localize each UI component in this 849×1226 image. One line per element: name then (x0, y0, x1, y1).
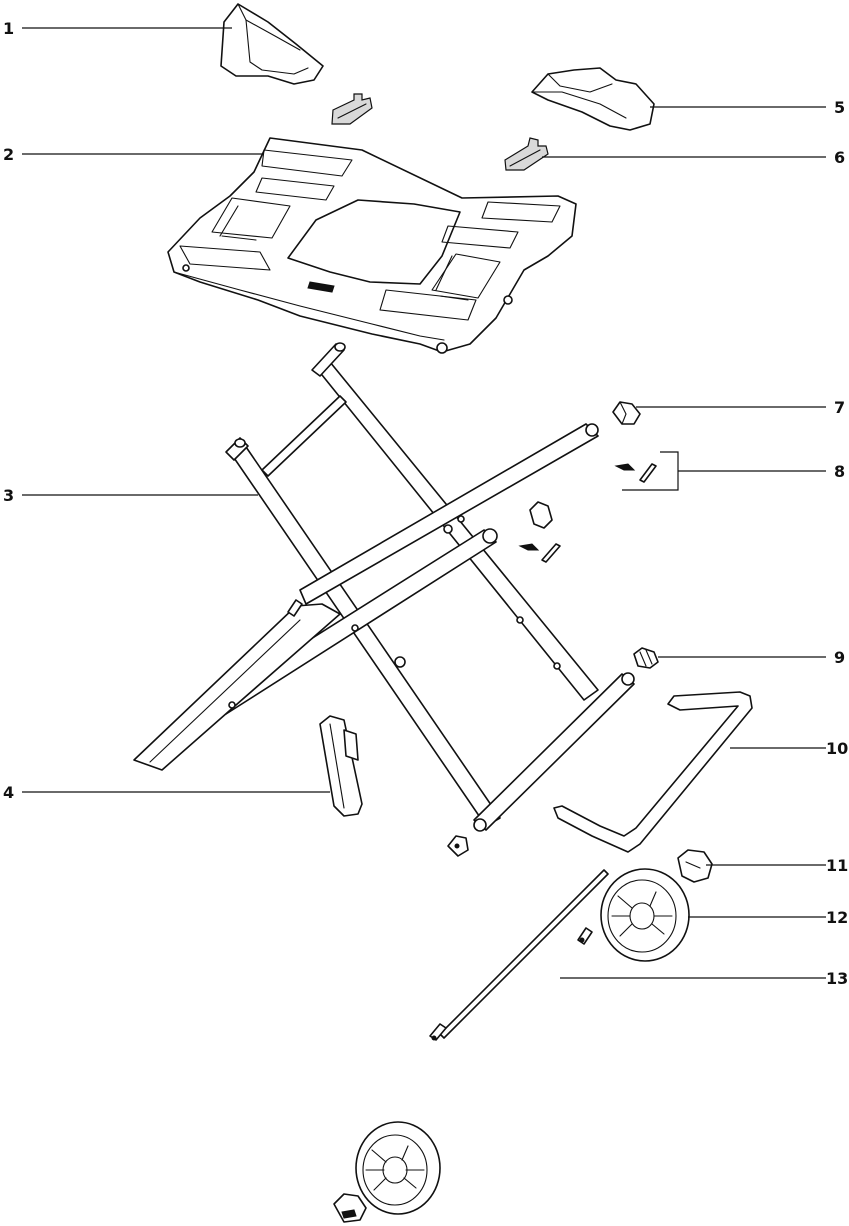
part-13-axle (440, 870, 608, 1038)
callout-3: 3 (3, 486, 14, 505)
callout-5: 5 (834, 98, 845, 117)
callout-8: 8 (834, 462, 845, 481)
part-11-hub-cap (678, 850, 712, 882)
part-9-knob (634, 648, 658, 668)
part-3-x-frame (134, 343, 634, 831)
part-1-left-handle-cover (221, 4, 323, 84)
callout-4: 4 (3, 783, 14, 802)
part-6-clip (505, 138, 548, 170)
hub-cap-lower (334, 1194, 366, 1222)
end-cap-bottom (448, 836, 468, 856)
callout-11: 11 (826, 856, 848, 875)
callout-13: 13 (826, 969, 848, 988)
callout-12: 12 (826, 908, 848, 927)
part-12-wheel (601, 869, 689, 961)
callout-2: 2 (3, 145, 14, 164)
leader-lines (22, 28, 826, 978)
clip-upper (578, 928, 592, 944)
part-7-end-cap (613, 402, 640, 424)
callout-6: 6 (834, 148, 845, 167)
callout-10: 10 (826, 739, 848, 758)
callout-7: 7 (834, 398, 845, 417)
part-4-foot-grip (320, 716, 362, 816)
clip-under-part-1 (332, 94, 372, 124)
end-cap-middle (530, 502, 552, 528)
callout-1: 1 (3, 19, 14, 38)
part-5-right-handle-cover (532, 68, 654, 130)
callout-9: 9 (834, 648, 845, 667)
wheel-lower (356, 1122, 440, 1214)
